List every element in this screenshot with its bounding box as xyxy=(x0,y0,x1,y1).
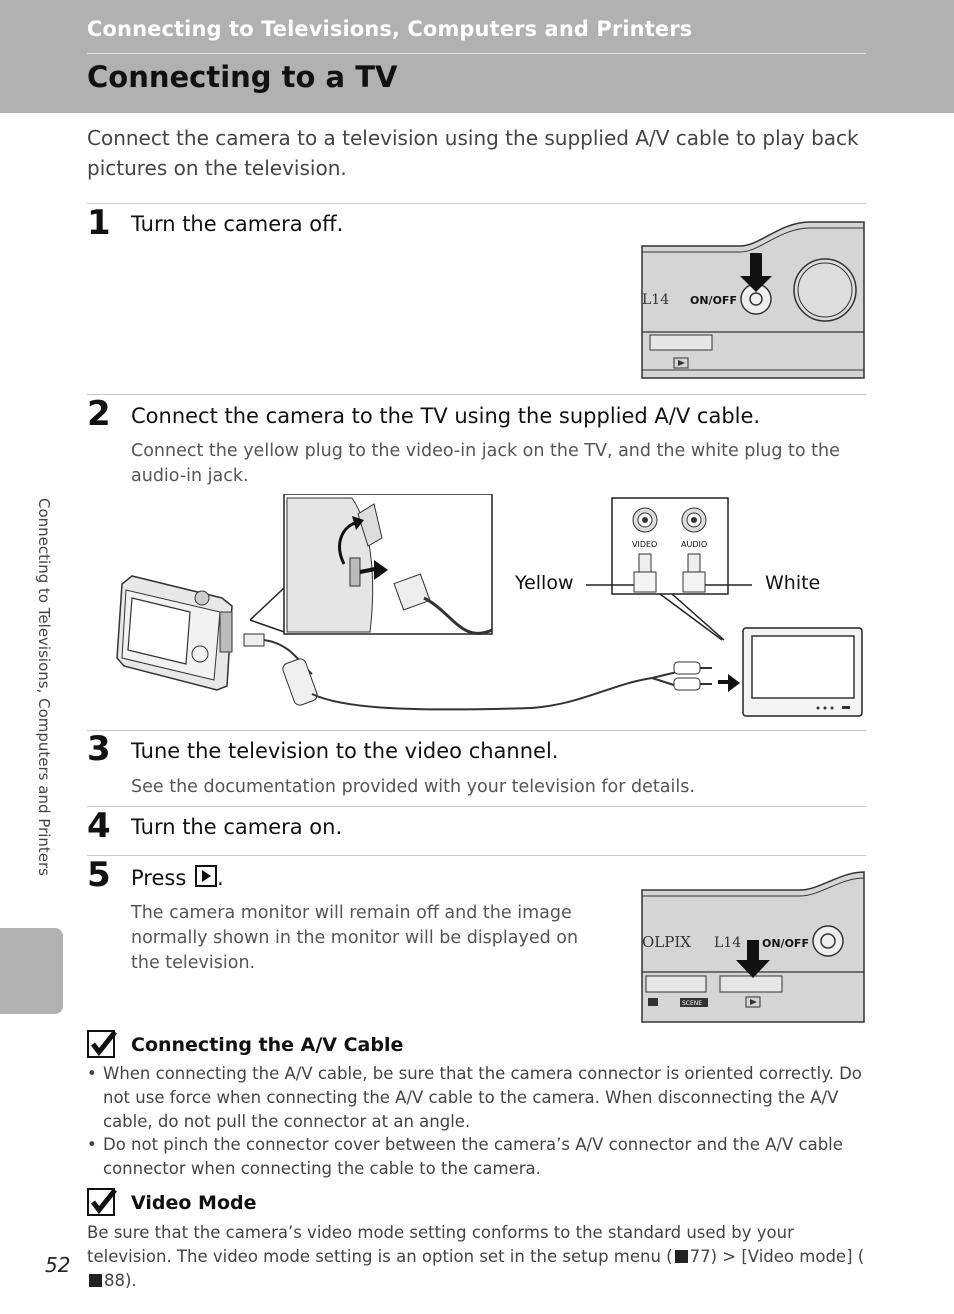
note-bullet: •When connecting the A/V cable, be sure … xyxy=(87,1064,862,1131)
note-title: Video Mode xyxy=(131,1192,257,1214)
svg-text:ON/OFF: ON/OFF xyxy=(690,294,737,307)
step-detail: See the documentation provided with your… xyxy=(131,777,695,797)
step-text: Turn the camera on. xyxy=(131,815,343,839)
divider xyxy=(87,855,866,856)
camera-top-off-illustration: L14 ON/OFF xyxy=(641,221,865,379)
step-press-text: Press xyxy=(131,866,187,890)
step-press-end: . xyxy=(216,866,224,890)
step-number: 5 xyxy=(87,855,111,895)
reference-icon xyxy=(674,1250,688,1263)
step-number: 2 xyxy=(87,394,111,434)
yellow-label: Yellow xyxy=(515,572,574,594)
step-text: Tune the television to the video channel… xyxy=(131,739,559,763)
note-title: Connecting the A/V Cable xyxy=(131,1034,404,1056)
svg-text:SCENE: SCENE xyxy=(682,1000,702,1007)
divider xyxy=(87,730,866,731)
white-label: White xyxy=(765,572,821,594)
step-detail: Connect the yellow plug to the video-in … xyxy=(131,441,840,486)
header-rule xyxy=(87,53,866,54)
svg-text:L14: L14 xyxy=(642,292,669,308)
av-cable-connection-illustration: VIDEO AUDIO xyxy=(116,494,863,717)
intro-text: Connect the camera to a television using… xyxy=(87,126,859,180)
check-note-icon xyxy=(87,1188,117,1216)
chapter-tab xyxy=(0,928,63,1014)
step-number: 4 xyxy=(87,806,111,846)
divider xyxy=(87,203,866,204)
divider xyxy=(87,806,866,807)
svg-text:AUDIO: AUDIO xyxy=(681,540,707,549)
step-number: 1 xyxy=(87,203,111,243)
svg-text:OLPIX: OLPIX xyxy=(642,933,691,951)
step-number: 3 xyxy=(87,729,111,769)
page-header: Connecting to Televisions, Computers and… xyxy=(0,0,954,113)
step-detail: The camera monitor will remain off and t… xyxy=(131,903,579,973)
note-bullet: •Do not pinch the connector cover betwee… xyxy=(87,1135,843,1178)
chapter-title: Connecting to Televisions, Computers and… xyxy=(87,17,693,41)
camera-play-button-illustration: OLPIX L14 ON/OFF SCENE xyxy=(641,871,865,1023)
svg-text:L14: L14 xyxy=(714,935,741,951)
reference-icon xyxy=(89,1274,102,1287)
page-number: 52 xyxy=(45,1253,71,1277)
svg-text:ON/OFF: ON/OFF xyxy=(762,937,809,950)
svg-text:VIDEO: VIDEO xyxy=(632,540,657,549)
check-note-icon xyxy=(87,1030,117,1058)
page-title: Connecting to a TV xyxy=(87,60,398,94)
play-button-icon xyxy=(194,865,217,887)
step-text-press: Press . xyxy=(131,865,224,890)
step-text: Turn the camera off. xyxy=(131,212,344,236)
side-chapter-label: Connecting to Televisions, Computers and… xyxy=(35,498,53,876)
note-text: Be sure that the camera’s video mode set… xyxy=(87,1223,865,1290)
step-text: Connect the camera to the TV using the s… xyxy=(131,404,761,428)
divider xyxy=(87,394,866,395)
